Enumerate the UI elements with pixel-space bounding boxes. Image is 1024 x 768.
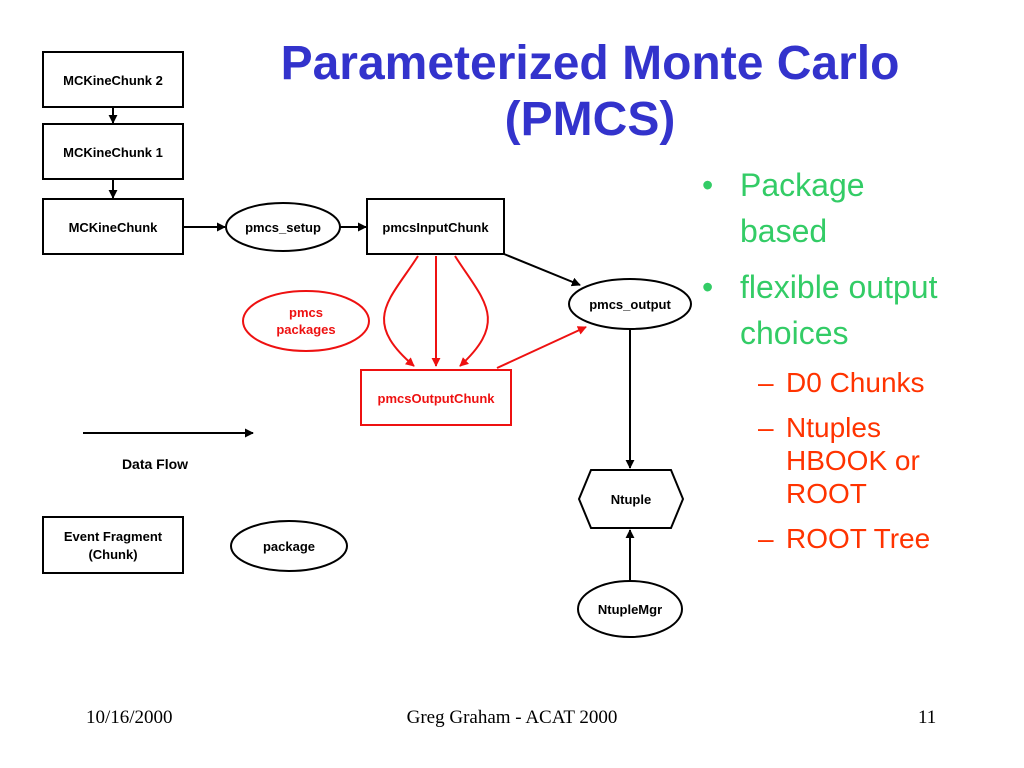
sub-bullet-mark: – [758,367,774,398]
legend-event-fragment: Event Fragment (Chunk) [42,516,184,574]
node-mckinechunk1: MCKineChunk 1 [42,123,184,180]
node-pmcs-input-chunk-label: pmcsInputChunk [382,220,489,235]
footer-date: 10/16/2000 [86,707,173,728]
legend-package: package [230,520,348,572]
node-mckinechunk2-label: MCKineChunk 2 [63,73,163,88]
bullet-1-line-2: based [740,213,828,249]
bullet-1-line-1: Package [740,167,865,203]
arrow-red-right-curve [454,255,489,367]
sub-bullet-2-line-1: Ntuples [786,412,881,443]
bullet-flexible-output: • flexible output choices [700,264,1020,356]
node-pmcs-output-chunk: pmcsOutputChunk [360,369,512,426]
title-line-2: (PMCS) [504,93,676,146]
title-line-1: Parameterized Monte Carlo [280,37,900,90]
node-pmcs-output-chunk-label: pmcsOutputChunk [378,391,496,406]
node-pmcs-packages: pmcs packages [242,290,370,352]
sub-bullet-2-line-2: HBOOK or [786,445,920,476]
node-mckinechunk-label: MCKineChunk [69,220,159,235]
bullet-2-line-1: flexible output [740,269,938,305]
node-ntuple-mgr-label: NtupleMgr [598,602,662,617]
node-pmcs-packages-line-1: pmcs [289,305,323,320]
arrow-red-output-chunk-to-pmcs-output [496,326,587,369]
node-mckinechunk2: MCKineChunk 2 [42,51,184,108]
slide-title: Parameterized Monte Carlo (PMCS) [200,36,980,148]
sub-bullet-mark: – [758,523,774,554]
footer-page-number: 11 [918,707,937,728]
node-ntuple-label: Ntuple [611,492,651,507]
node-pmcs-output-label: pmcs_output [589,297,671,312]
node-mckinechunk1-label: MCKineChunk 1 [63,145,163,160]
bullet-package-based: • Package based [700,162,1020,254]
sub-bullet-root-tree: – ROOT Tree [700,522,1020,555]
sub-bullet-ntuples: – Ntuples HBOOK or ROOT [700,411,1020,510]
bullet-mark: • [702,269,714,305]
sub-bullet-3-line-1: ROOT Tree [786,523,931,554]
node-pmcs-output: pmcs_output [568,278,692,330]
node-pmcs-packages-line-2: packages [276,322,335,337]
node-pmcs-setup: pmcs_setup [225,202,341,252]
node-pmcs-input-chunk: pmcsInputChunk [366,198,505,255]
arrow-red-left-curve [383,255,419,367]
node-ntuple-mgr: NtupleMgr [577,580,683,638]
arrow-input-chunk-to-pmcs-output [503,253,581,287]
pmcs-diagram: MCKineChunk 2 MCKineChunk 1 MCKineChunk … [42,51,692,638]
sub-bullet-1-line-1: D0 Chunks [786,367,925,398]
node-ntuple: Ntuple [577,469,685,529]
node-pmcs-setup-label: pmcs_setup [245,220,321,235]
bullet-2-line-2: choices [740,315,849,351]
legend-package-label: package [263,539,315,554]
legend-data-flow-label: Data Flow [122,456,188,472]
footer-center: Greg Graham - ACAT 2000 [406,707,618,728]
sub-bullet-d0-chunks: – D0 Chunks [700,366,1020,399]
legend-event-fragment-line-2: (Chunk) [88,547,137,562]
legend-event-fragment-line-1: Event Fragment [64,529,163,544]
node-mckinechunk: MCKineChunk [42,198,184,255]
bullet-list: • Package based • flexible output choice… [700,162,1020,567]
sub-bullet-mark: – [758,412,774,443]
bullet-mark: • [702,167,714,203]
sub-bullet-2-line-3: ROOT [786,478,867,509]
